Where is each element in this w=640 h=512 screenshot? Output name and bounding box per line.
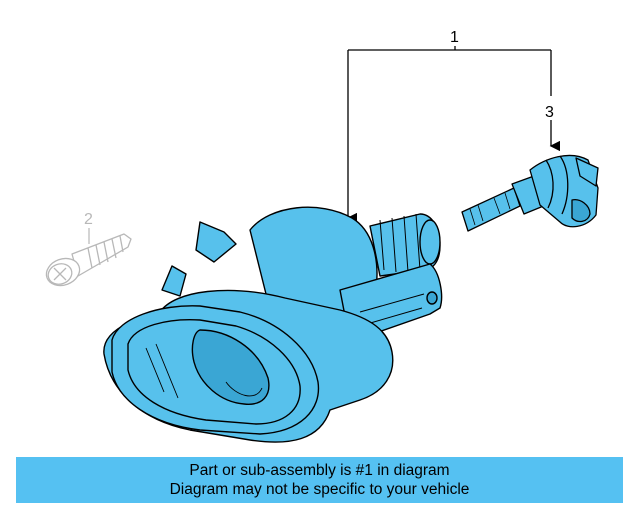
- bulb-icon: [461, 154, 599, 232]
- screw-icon: [45, 233, 132, 287]
- banner-line-1: Part or sub-assembly is #1 in diagram: [189, 462, 450, 479]
- banner-line-2: Diagram may not be specific to your vehi…: [169, 481, 470, 498]
- fog-lamp-assembly-icon: [103, 206, 443, 443]
- callout-1-leader: [346, 46, 552, 224]
- parts-diagram: 1 3 2: [45, 29, 599, 443]
- callout-1-label: 1: [450, 29, 459, 46]
- disclaimer-banner: Part or sub-assembly is #1 in diagram Di…: [16, 457, 623, 503]
- callout-3-label: 3: [545, 104, 554, 121]
- callout-2-label: 2: [84, 211, 93, 228]
